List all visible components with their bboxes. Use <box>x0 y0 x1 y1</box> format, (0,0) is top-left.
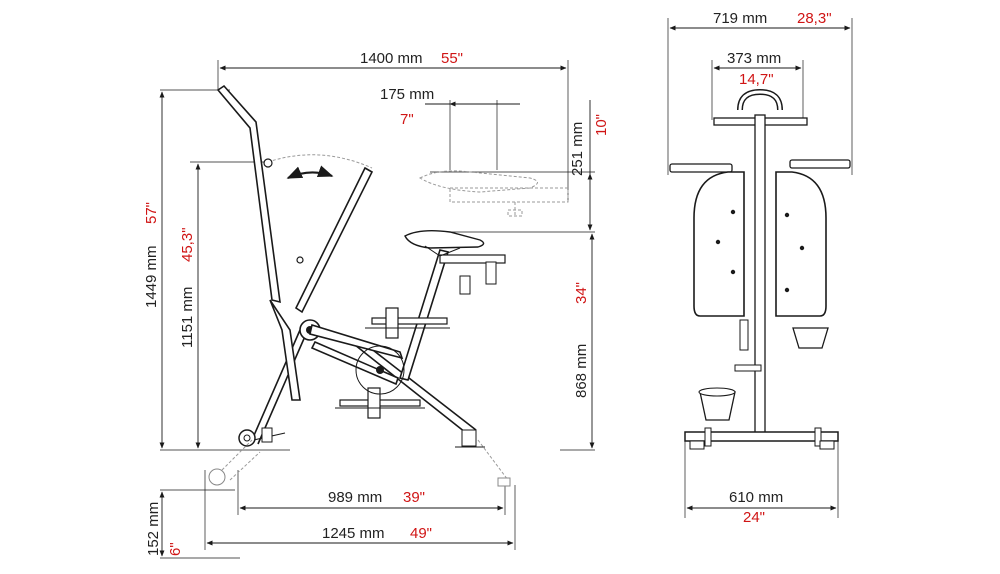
label-front-width-inch: 28,3" <box>797 10 832 27</box>
label-total-height-inch: 57" <box>143 202 160 224</box>
label-saddle-travel-mm: 251 mm <box>569 122 586 176</box>
label-setback-inch: 7" <box>400 111 414 128</box>
label-saddle-height-inch: 34" <box>573 282 590 304</box>
label-saddle-height-mm: 868 mm <box>573 344 590 398</box>
label-total-height-mm: 1449 mm <box>143 245 160 308</box>
label-side-length-mm: 1400 mm <box>360 50 423 67</box>
label-setback-mm: 175 mm <box>380 86 434 103</box>
double-arrow-icon <box>286 165 334 180</box>
pedal-icon <box>365 307 450 339</box>
label-base-depth-mm: 989 mm <box>328 489 382 506</box>
pedal-icon <box>335 387 425 419</box>
label-overall-depth-inch: 49" <box>410 525 432 542</box>
label-handle-height-mm: 1151 mm <box>179 287 196 348</box>
labels: 1400 mm 55" 175 mm 7" 251 mm 10" 1449 mm… <box>143 10 832 556</box>
label-saddle-travel-inch: 10" <box>593 114 610 136</box>
label-base-width-mm: 610 mm <box>729 489 783 506</box>
label-handlebar-width-mm: 373 mm <box>727 50 781 67</box>
ghost-seat <box>418 170 569 217</box>
saddle-icon <box>404 229 485 257</box>
label-wheel-height-mm: 152 mm <box>145 502 162 556</box>
label-wheel-height-inch: 6" <box>167 542 184 556</box>
label-overall-depth-mm: 1245 mm <box>322 525 385 542</box>
label-base-depth-inch: 39" <box>403 489 425 506</box>
label-handle-height-inch: 45,3" <box>179 227 196 262</box>
label-side-length-inch: 55" <box>441 50 463 67</box>
front-view <box>667 18 853 518</box>
wheel-icon <box>238 429 256 447</box>
label-handlebar-width-inch: 14,7" <box>739 71 774 88</box>
label-base-width-inch: 24" <box>743 509 765 526</box>
label-front-width-mm: 719 mm <box>713 10 767 27</box>
side-view <box>159 60 595 559</box>
